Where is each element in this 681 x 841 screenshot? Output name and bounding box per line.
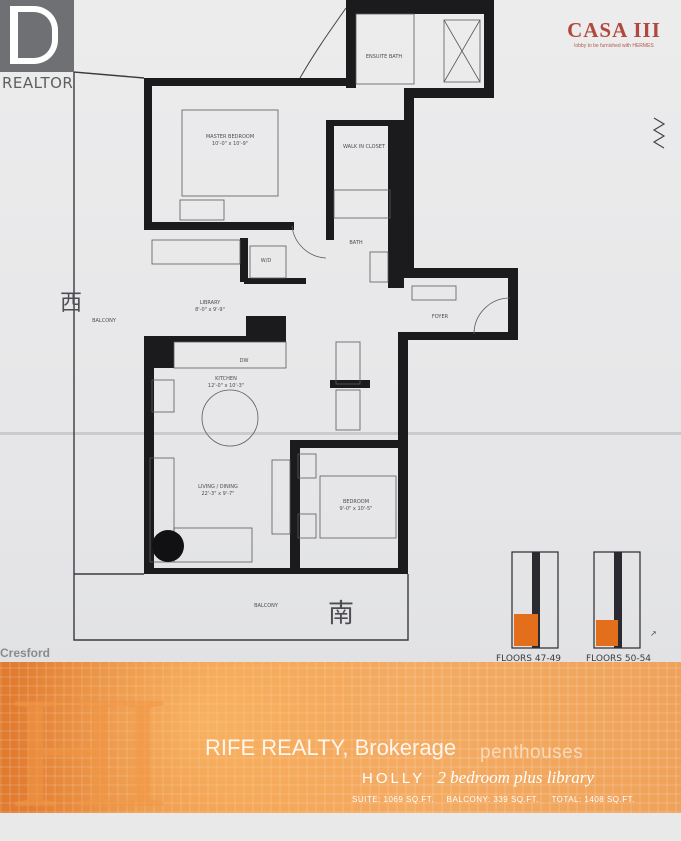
ottoman	[152, 530, 184, 562]
south-annotation: 南	[328, 599, 354, 629]
north-arrow: ↗	[650, 629, 657, 638]
balcony-outline	[73, 71, 409, 641]
room-ensuite-name: ENSUITE BATH	[366, 54, 403, 60]
balcony-south-label: BALCONY	[254, 603, 279, 609]
room-bath-name: BATH	[349, 240, 363, 246]
unit-stats: SUITE: 1069 SQ.FT. BALCONY: 339 SQ.FT. T…	[352, 795, 645, 804]
suite-area: SUITE: 1069 SQ.FT.	[352, 795, 434, 804]
realtor-logo-icon	[0, 0, 74, 72]
casa-logo-text: CASA III	[567, 18, 661, 42]
builder-logo: Cresford	[0, 646, 51, 660]
room-bedroom-name: BEDROOM	[343, 499, 369, 505]
room-living-size: 22'-3" x 9'-7"	[201, 491, 234, 497]
brochure-band	[0, 662, 681, 813]
room-kitchen-size: 12'-0" x 10'-3"	[208, 383, 244, 389]
room-walkin-name: WALK IN CLOSET	[343, 144, 386, 150]
room-bedroom-size: 9'-0" x 10'-5"	[339, 506, 372, 512]
casa-tagline: lobby to be furnished with HERMES	[574, 43, 654, 49]
casa-logo: CASA III lobby to be furnished with HERM…	[566, 18, 662, 62]
balcony-west-label: BALCONY	[92, 318, 117, 324]
unit-name: HOLLY	[362, 770, 426, 787]
room-library-size: 8'-0" x 9'-9"	[195, 307, 225, 313]
paper-fold	[0, 432, 681, 435]
room-living-name: LIVING / DINING	[198, 484, 238, 490]
keyplan-label-50-54: FLOORS 50-54	[586, 654, 652, 664]
interior-lines	[149, 13, 511, 563]
band-monogram: HI	[10, 663, 169, 841]
balcony-area: BALCONY: 339 SQ.FT.	[446, 795, 539, 804]
room-kitchen-name: KITCHEN	[215, 376, 237, 382]
west-annotation: 西	[60, 291, 82, 316]
unit-type: 2 bedroom plus library	[437, 768, 594, 787]
walls	[144, 0, 518, 574]
series-title: penthouses	[480, 742, 584, 763]
keyplan-50-54	[593, 551, 641, 649]
floor-plan: MASTER BEDROOM 10'-0" x 10'-9" ENSUITE B…	[60, 0, 666, 649]
pen-scribble	[652, 117, 666, 149]
room-foyer-name: FOYER	[432, 314, 449, 320]
keyplan-47-49	[511, 551, 559, 649]
room-master-size: 10'-0" x 10'-9"	[212, 141, 248, 147]
realtor-badge: REALTOR	[0, 0, 76, 92]
room-master-name: MASTER BEDROOM	[206, 134, 254, 140]
room-wd-name: W/D	[261, 258, 272, 264]
pen-stroke	[299, 7, 347, 79]
keyplan-label-47-49: FLOORS 47-49	[496, 654, 562, 664]
realtor-label: REALTOR	[2, 74, 74, 92]
brokerage-watermark: RIFE REALTY, Brokerage	[205, 735, 457, 760]
unit-line: HOLLY 2 bedroom plus library	[362, 768, 594, 788]
room-dw-name: DW	[240, 358, 249, 364]
room-library-name: LIBRARY	[200, 300, 222, 306]
total-area: TOTAL: 1408 SQ.FT.	[551, 795, 635, 804]
